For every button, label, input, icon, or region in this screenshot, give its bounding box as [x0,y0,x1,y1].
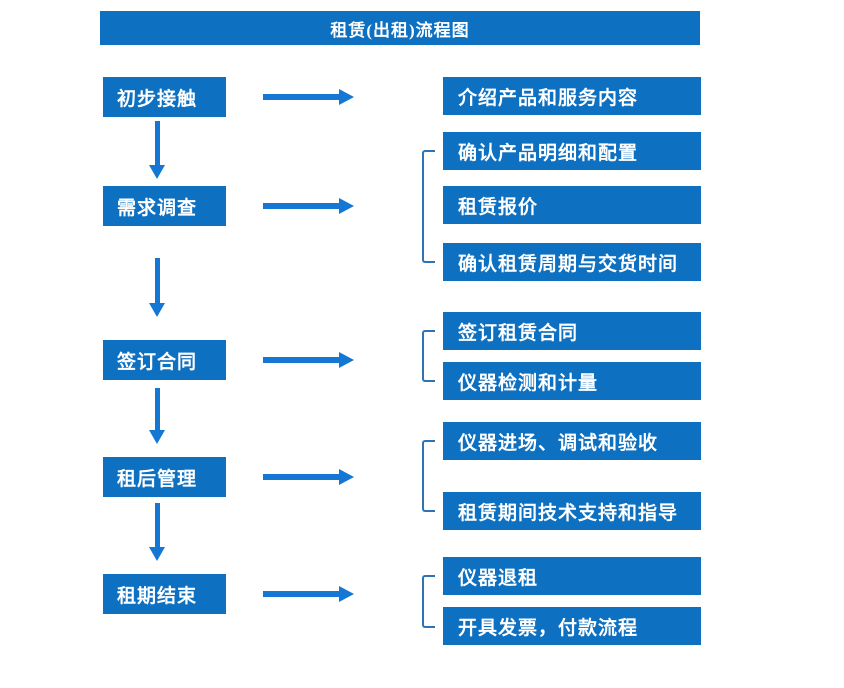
title-bar: 租赁(出租)流程图 [100,11,700,45]
detail-box-invoice-payment-process: 开具发票，付款流程 [443,607,701,645]
right-arrow-2 [263,198,354,214]
page-title: 租赁(出租)流程图 [330,20,470,40]
detail-box-instrument-return: 仪器退租 [443,557,701,595]
down-arrow-3 [149,388,166,444]
arrow-shaft [263,94,340,100]
detail-label: 租赁期间技术支持和指导 [458,502,679,524]
arrow-head-icon [149,547,165,561]
detail-label: 签订租赁合同 [458,322,579,344]
arrow-shaft [155,121,160,167]
detail-box-instrument-arrival-debug-acceptance: 仪器进场、调试和验收 [443,422,701,460]
right-arrow-4 [263,469,354,485]
stage-box-initial-contact: 初步接触 [103,77,226,117]
arrow-shaft [155,258,160,305]
arrow-shaft [155,503,160,549]
down-arrow-4 [149,503,166,561]
detail-label: 仪器进场、调试和验收 [458,432,659,454]
stage-label: 租后管理 [117,468,198,490]
arrow-shaft [263,474,340,480]
arrow-head-icon [339,586,354,602]
group-bracket-post-rental [422,440,435,512]
stage-box-post-rental-management: 租后管理 [103,457,226,497]
stage-box-lease-end: 租期结束 [103,574,226,614]
detail-box-introduce-products-services: 介绍产品和服务内容 [443,77,701,115]
detail-box-confirm-product-details-config: 确认产品明细和配置 [443,132,701,170]
arrow-head-icon [339,469,354,485]
detail-box-instrument-testing-metering: 仪器检测和计量 [443,362,701,400]
detail-box-rental-quotation: 租赁报价 [443,186,701,224]
stage-label: 初步接触 [117,88,198,110]
detail-box-confirm-rental-period-delivery: 确认租赁周期与交货时间 [443,243,701,281]
stage-label: 租期结束 [117,585,198,607]
detail-label: 开具发票，付款流程 [458,617,639,639]
arrow-head-icon [339,352,354,368]
detail-label: 仪器退租 [458,567,539,589]
detail-label: 介绍产品和服务内容 [458,87,639,109]
detail-label: 确认产品明细和配置 [458,142,639,164]
group-bracket-demand-survey [422,150,435,263]
right-arrow-1 [263,89,354,105]
right-arrow-5 [263,586,354,602]
stage-box-demand-survey: 需求调查 [103,186,226,226]
stage-label: 需求调查 [117,197,198,219]
arrow-shaft [155,388,160,432]
arrow-shaft [263,203,340,209]
arrow-head-icon [339,89,354,105]
arrow-head-icon [149,165,165,179]
group-bracket-lease-end [422,575,435,628]
detail-box-sign-rental-contract: 签订租赁合同 [443,312,701,350]
down-arrow-2 [149,258,166,317]
detail-label: 仪器检测和计量 [458,372,599,394]
down-arrow-1 [149,121,166,179]
stage-label: 签订合同 [117,351,198,373]
right-arrow-3 [263,352,354,368]
arrow-head-icon [149,430,165,444]
arrow-shaft [263,357,340,363]
group-bracket-sign-contract [422,330,435,382]
arrow-head-icon [339,198,354,214]
detail-label: 确认租赁周期与交货时间 [458,253,679,275]
detail-label: 租赁报价 [458,196,539,218]
arrow-shaft [263,591,340,597]
arrow-head-icon [149,303,165,317]
stage-box-sign-contract: 签订合同 [103,340,226,380]
detail-box-technical-support-guidance: 租赁期间技术支持和指导 [443,492,701,530]
